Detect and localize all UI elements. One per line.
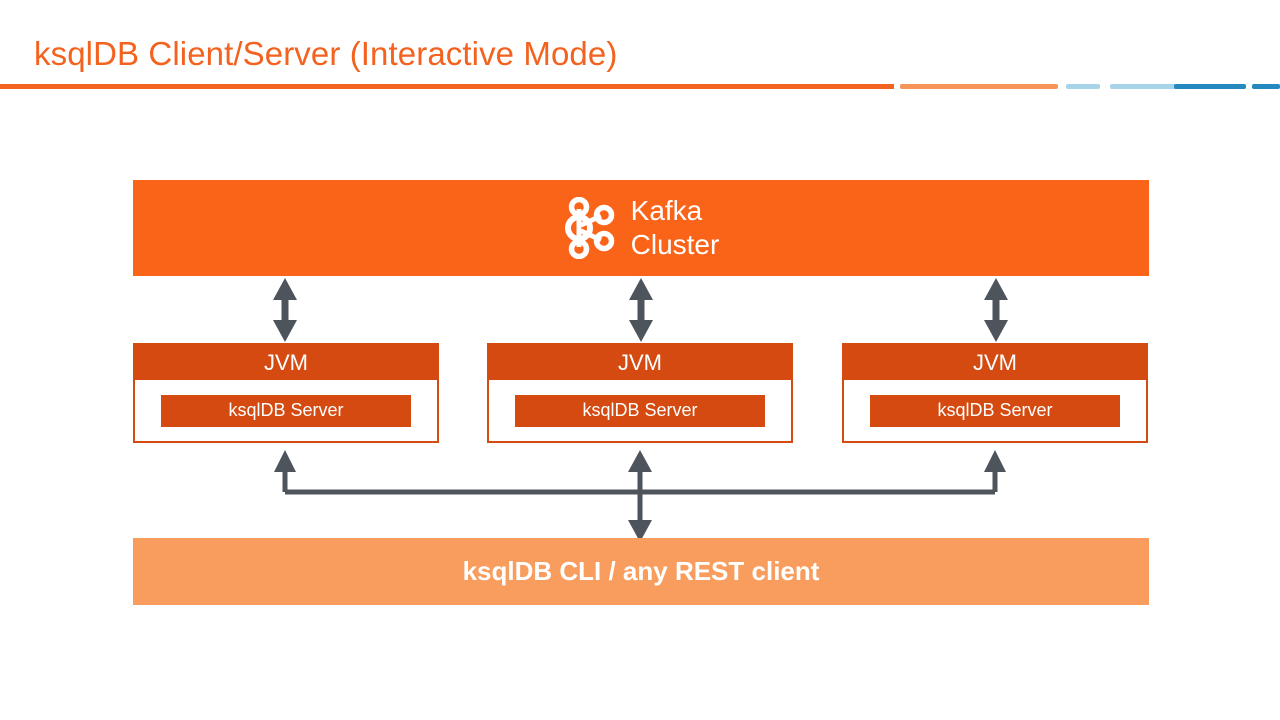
rule-segment-blue-long xyxy=(1174,84,1246,89)
jvm-header-label: JVM xyxy=(844,345,1146,380)
arrow-kafka-jvm-3 xyxy=(984,278,1008,342)
jvm-header-label: JVM xyxy=(489,345,791,380)
jvm-header-label: JVM xyxy=(135,345,437,380)
jvm-node-1: JVM ksqlDB Server xyxy=(133,343,439,443)
jvm-body-2: ksqlDB Server xyxy=(489,380,791,441)
arrow-kafka-jvm-2 xyxy=(629,278,653,342)
rule-segment-blue-short xyxy=(1252,84,1280,89)
jvm-node-3: JVM ksqlDB Server xyxy=(842,343,1148,443)
jvm-body-3: ksqlDB Server xyxy=(844,380,1146,441)
client-label: ksqlDB CLI / any REST client xyxy=(462,556,820,586)
rule-segment-orange-light xyxy=(900,84,1058,89)
ksqldb-server-box-3: ksqlDB Server xyxy=(870,394,1120,427)
rule-segment-blue-pale-short xyxy=(1066,84,1100,89)
kafka-cluster-label: Kafka Cluster xyxy=(630,195,720,260)
arrow-client-bus xyxy=(274,450,1006,542)
kafka-logo-icon xyxy=(564,197,614,259)
page-title: ksqlDB Client/Server (Interactive Mode) xyxy=(34,35,618,72)
kafka-cluster-box: Kafka Cluster xyxy=(133,180,1149,276)
client-bar: ksqlDB CLI / any REST client xyxy=(133,538,1149,605)
arrow-kafka-jvm-1 xyxy=(273,278,297,342)
title-underline xyxy=(0,84,894,89)
jvm-node-2: JVM ksqlDB Server xyxy=(487,343,793,443)
rule-segment-blue-pale-long xyxy=(1110,84,1178,89)
kafka-cluster-content: Kafka Cluster xyxy=(563,194,720,262)
ksqldb-server-box-1: ksqlDB Server xyxy=(161,394,411,427)
jvm-body-1: ksqlDB Server xyxy=(135,380,437,441)
ksqldb-server-box-2: ksqlDB Server xyxy=(515,394,765,427)
